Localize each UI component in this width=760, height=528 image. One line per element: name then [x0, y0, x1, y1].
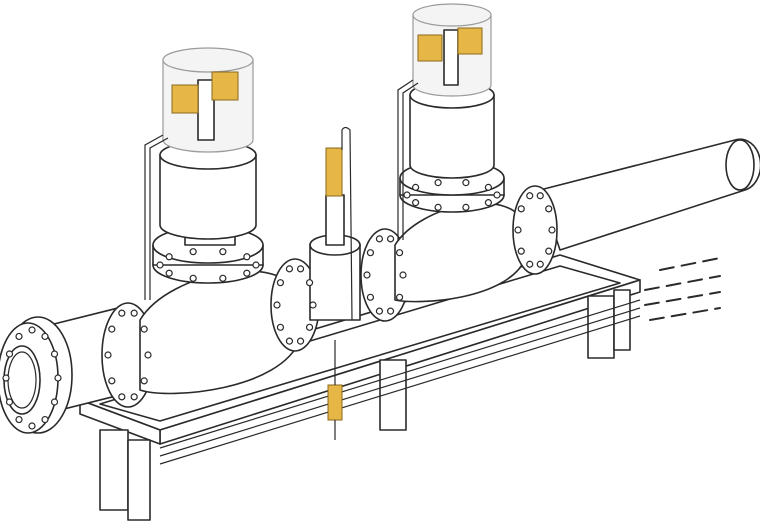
bolt-icon	[375, 307, 384, 315]
bolt-icon	[395, 249, 404, 257]
bolt-icon	[462, 179, 470, 187]
bolt-icon	[130, 309, 138, 317]
bolt-icon	[219, 248, 227, 256]
bolt-icon	[165, 269, 173, 277]
bolt-icon	[545, 205, 553, 213]
bolt-icon	[156, 261, 164, 269]
inlet-flange	[0, 316, 73, 434]
bolt-icon	[28, 326, 36, 334]
bolt-icon	[276, 323, 285, 331]
bolt-icon	[108, 325, 116, 333]
bolt-icon	[296, 337, 305, 345]
bolt-icon	[54, 374, 62, 382]
bolt-icon	[219, 274, 227, 282]
flow-direction-lines	[644, 257, 721, 321]
bolt-icon	[484, 199, 493, 207]
bolt-icon	[252, 261, 260, 269]
bolt-icon	[411, 183, 420, 191]
bolt-icon	[375, 235, 384, 243]
bolt-icon	[305, 279, 314, 287]
limit-switch	[457, 27, 483, 55]
bolt-icon	[41, 415, 49, 424]
bolt-icon	[285, 337, 294, 345]
bolt-icon	[50, 350, 59, 358]
bolt-icon	[305, 323, 314, 331]
bolt-icon	[399, 271, 407, 279]
bolt-icon	[296, 265, 305, 273]
bolt-icon	[536, 260, 544, 268]
bolt-icon	[517, 247, 525, 255]
bolt-icon	[140, 325, 148, 333]
bolt-icon	[118, 309, 126, 317]
bolt-icon	[5, 398, 14, 406]
left-control-valve	[101, 47, 320, 408]
bolt-icon	[309, 301, 317, 309]
bolt-icon	[130, 393, 138, 401]
bolt-icon	[386, 307, 395, 315]
limit-switch	[171, 84, 199, 114]
sensor-yellow	[325, 147, 343, 197]
sensor-yellow-lower	[327, 384, 343, 421]
bolt-icon	[189, 248, 197, 256]
bolt-icon	[434, 203, 442, 211]
flange-bolts	[2, 179, 556, 430]
bolt-icon	[484, 183, 493, 191]
pressure-sensor	[309, 126, 361, 440]
bolt-icon	[526, 192, 534, 200]
bolt-icon	[545, 247, 553, 255]
limit-switch	[417, 34, 443, 62]
bolt-icon	[41, 332, 49, 341]
bolt-icon	[434, 179, 442, 187]
bolt-icon	[276, 279, 285, 287]
bolt-icon	[104, 351, 112, 359]
bolt-icon	[403, 191, 411, 199]
bolt-icon	[386, 235, 395, 243]
bolt-icon	[28, 422, 36, 430]
bolt-icon	[366, 249, 375, 257]
bolt-icon	[395, 293, 404, 301]
bolt-icon	[15, 415, 23, 424]
bolt-icon	[243, 253, 251, 261]
bolt-icon	[517, 205, 525, 213]
bolt-icon	[526, 260, 534, 268]
bolt-icon	[536, 192, 544, 200]
bolt-icon	[15, 332, 23, 341]
bolt-icon	[165, 253, 173, 261]
bolt-icon	[189, 274, 197, 282]
bolt-icon	[493, 191, 501, 199]
bolt-icon	[462, 203, 470, 211]
bolt-icon	[2, 374, 10, 382]
bolt-icon	[411, 199, 420, 207]
bolt-icon	[363, 271, 371, 279]
bolt-icon	[108, 377, 116, 385]
bolt-icon	[243, 269, 251, 277]
bolt-icon	[5, 350, 14, 358]
bolt-icon	[273, 301, 281, 309]
bolt-icon	[366, 293, 375, 301]
bolt-icon	[548, 226, 556, 234]
limit-switch	[211, 71, 239, 101]
bolt-icon	[285, 265, 294, 273]
bolt-icon	[50, 398, 59, 406]
bolt-icon	[140, 377, 148, 385]
bolt-icon	[118, 393, 126, 401]
bolt-icon	[514, 226, 522, 234]
bolt-icon	[144, 351, 152, 359]
